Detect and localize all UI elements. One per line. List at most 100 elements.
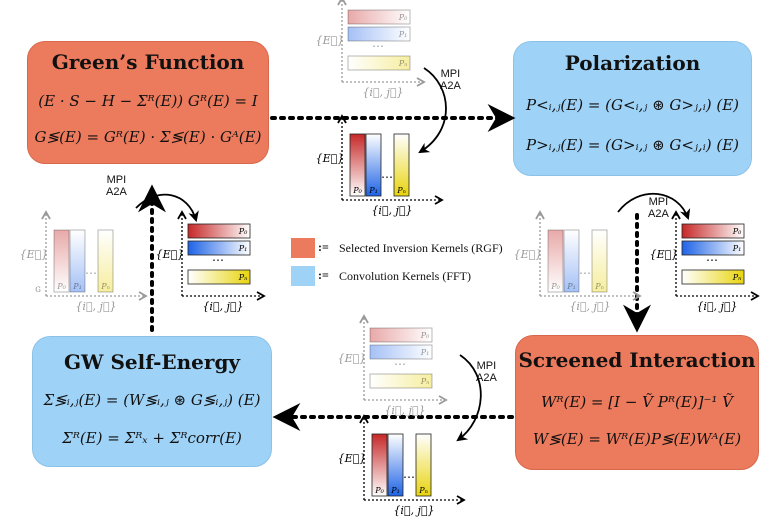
- matrix-left-solid-energy-label: {E⃗}: [156, 248, 185, 261]
- matrix-bottom-faded-row-label-0: P₀: [420, 331, 430, 340]
- matrix-bottom-faded-row-1: [369, 344, 433, 360]
- matrix-right-solid-row-label-0: P₀: [732, 227, 742, 236]
- matrix-left-faded-dots: …: [85, 263, 97, 277]
- matrix-bottom-solid-column-2: [415, 433, 432, 497]
- matrix-top-faded-row-label-1: P₁: [398, 30, 408, 39]
- matrix-right-solid-index-label: {i⃗, j⃗}: [696, 300, 737, 313]
- mpi-curve-right: [617, 192, 691, 221]
- matrix-left-solid-row-1: [187, 240, 251, 256]
- matrix-bottom-faded-x-arrowhead: [438, 395, 448, 405]
- matrix-top-solid-column-2: [393, 133, 410, 197]
- mpi-curve-left: [135, 193, 199, 223]
- legend-symbol-fft: :=: [318, 268, 329, 282]
- matrix-top-faded-row-2: [347, 55, 411, 71]
- matrix-left-faded-column-2: [97, 229, 114, 293]
- matrix-left-faded-index-label: {i⃗, j⃗}: [75, 300, 116, 313]
- matrix-top-solid-column-label-2: Pₙ: [396, 186, 406, 195]
- matrix-top-solid-column-label-1: P₁: [368, 186, 378, 195]
- matrix-top-faded-row-label-0: P₀: [398, 13, 408, 22]
- matrix-bottom-solid-column-label-0: P₀: [374, 486, 384, 495]
- mpi-label-right: MPI A2A: [648, 196, 669, 220]
- matrix-right-faded-y-arrowhead: [535, 210, 545, 220]
- matrix-left-faded-column-label-1: P₁: [72, 282, 82, 291]
- matrix-top-solid-dots: …: [381, 167, 393, 181]
- matrix-left-faded-y-arrowhead: [41, 210, 51, 220]
- gw-self-energy-title: GW Self-Energy: [63, 350, 241, 374]
- matrix-top-faded-y-arrowhead: [337, 0, 347, 6]
- screened-interaction-title: Screened Interaction: [518, 348, 756, 372]
- matrix-bottom-faded-row-2: [369, 373, 433, 389]
- matrix-bottom-solid-dots: …: [403, 467, 415, 481]
- mpi-label-top-line2: A2A: [440, 80, 461, 92]
- mpi-label-top-line1: MPI: [440, 68, 461, 80]
- legend-text-fft: Convolution Kernels (FFT): [339, 269, 471, 283]
- matrix-top-solid-column-1: [365, 133, 382, 197]
- matrix-bottom-solid-x-arrowhead: [456, 495, 466, 505]
- matrix-left-solid-row-label-1: P₁: [238, 244, 248, 253]
- mpi-label-right-line2: A2A: [648, 208, 669, 220]
- matrix-bottom-solid-index-label: {i⃗, j⃗}: [393, 504, 434, 517]
- matrix-top-faded-row-0: [347, 9, 411, 25]
- matrix-right-solid-energy-label: {E⃗}: [650, 248, 679, 261]
- matrix-right-solid-row-2: [681, 269, 745, 285]
- mpi-label-bottom-line1: MPI: [476, 360, 497, 372]
- greens-function-title: Green’s Function: [51, 50, 245, 74]
- matrix-left-solid-index-label: {i⃗, j⃗}: [202, 300, 243, 313]
- mpi-curve-top: [418, 67, 447, 154]
- matrix-right-solid-row-0: [681, 223, 745, 239]
- matrix-top-faded-row-label-2: Pₙ: [398, 59, 408, 68]
- polarization-eq1: P<ᵢ,ⱼ(E) = (G<ᵢ,ⱼ ⊛ G>ⱼ,ᵢ) (E): [526, 96, 739, 114]
- matrix-left-solid-row-label-2: Pₙ: [238, 273, 248, 282]
- matrix-left-solid-dots: …: [212, 250, 224, 264]
- matrix-top-solid-column-0: [349, 133, 366, 197]
- matrix-right-faded-column-label-2: Pₙ: [594, 282, 604, 291]
- matrix-bottom-faded-row-0: [369, 327, 433, 343]
- matrix-top-solid-energy-label: {E⃗}: [316, 152, 345, 165]
- matrix-bottom-solid-column-1: [387, 433, 404, 497]
- polarization-box: Polarization P<ᵢ,ⱼ(E) = (G<ᵢ,ⱼ ⊛ G>ⱼ,ᵢ) …: [513, 41, 752, 176]
- mpi-label-bottom: MPI A2A: [476, 360, 497, 384]
- matrix-right-faded-index-label: {i⃗, j⃗}: [569, 300, 610, 313]
- legend-text-rgf: Selected Inversion Kernels (RGF): [339, 241, 503, 255]
- screened-interaction-eq1: Wᴿ(E) = [I − Ṽ Pᴿ(E)]⁻¹ Ṽ: [540, 393, 733, 411]
- matrix-bottom-faded-index-label: {i⃗, j⃗}: [384, 404, 425, 417]
- matrix-right-faded-x-arrowhead: [632, 291, 642, 301]
- matrix-left-solid-x-arrowhead: [256, 291, 266, 301]
- matrix-bottom-faded-row-label-1: P₁: [420, 348, 430, 357]
- matrix-bottom-faded-dots: …: [394, 354, 406, 368]
- matrix-right-faded-energy-label: {E⃗}: [514, 248, 543, 261]
- matrix-top-faded-dots: …: [372, 36, 384, 50]
- gw-self-energy-eq2: Σᴿ(E) = Σᴿₓ + Σᴿcorr(E): [62, 429, 242, 447]
- mpi-label-left-line2: A2A: [106, 186, 127, 198]
- matrix-top-faded-row-1: [347, 26, 411, 42]
- matrix-left-faded-column-1: [69, 229, 86, 293]
- matrix-right-faded-column-label-0: P₀: [550, 282, 560, 291]
- legend-symbol-rgf: :=: [318, 240, 329, 254]
- matrix-right-solid-dots: …: [706, 250, 718, 264]
- matrix-right-solid-x-arrowhead: [750, 291, 760, 301]
- greens-function-box: Green’s Function (E · S − H − Σᴿ(E)) Gᴿ(…: [27, 41, 269, 164]
- polarization-title: Polarization: [564, 51, 701, 75]
- matrix-bottom-solid-column-0: [371, 433, 388, 497]
- matrix-bottom-solid-column-label-1: P₁: [390, 486, 400, 495]
- legend-swatch-rgf: [291, 238, 315, 258]
- mpi-label-left-line1: MPI: [106, 174, 127, 186]
- screened-interaction-eq2: W≶(E) = Wᴿ(E)P≶(E)Wᴬ(E): [532, 430, 742, 448]
- matrix-right-faded-column-2: [591, 229, 608, 293]
- matrix-bottom-faded-energy-label: {E⃗}: [338, 352, 367, 365]
- matrix-left-faded-column-0: [53, 229, 70, 293]
- matrix-left-solid-row-label-0: P₀: [238, 227, 248, 236]
- matrix-left-faded-column-label-2: Pₙ: [100, 282, 110, 291]
- matrix-left-faded-x-arrowhead: [138, 291, 148, 301]
- matrix-top-solid-index-label: {i⃗, j⃗}: [371, 204, 412, 217]
- matrix-bottom-solid-energy-label: {E⃗}: [338, 452, 367, 465]
- matrix-top-faded-x-arrowhead: [416, 77, 426, 87]
- matrix-right-faded-column-1: [563, 229, 580, 293]
- legend-swatch-fft: [291, 266, 315, 286]
- matrix-top-faded-energy-label: {E⃗}: [316, 34, 345, 47]
- matrix-bottom-faded-y-arrowhead: [359, 314, 369, 324]
- mpi-label-top: MPI A2A: [440, 68, 461, 92]
